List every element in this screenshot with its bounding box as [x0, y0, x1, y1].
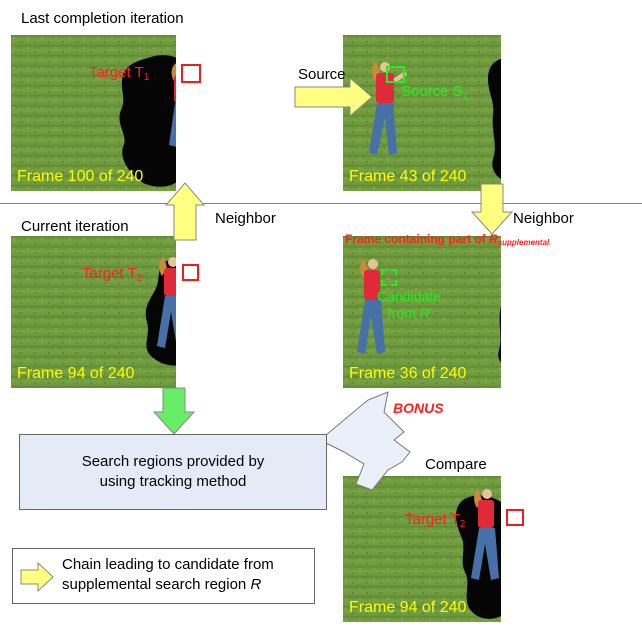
- scene-image: [11, 236, 176, 388]
- frame-title-supplemental: Frame containing part of Rsupplemental: [345, 232, 550, 247]
- target-box-t2-compare: [506, 509, 524, 526]
- neighbor-down-arrow: [470, 183, 514, 235]
- mask-region: [488, 58, 501, 179]
- target-label-t2: Target T2: [82, 265, 143, 284]
- frame-caption: Frame 94 of 240: [17, 365, 135, 382]
- bonus-split-arrow: [319, 391, 411, 491]
- source-arrow: [294, 76, 373, 118]
- mask-region: [119, 55, 176, 187]
- legend-text: Chain leading to candidate from suppleme…: [62, 556, 274, 593]
- scene-image: [343, 35, 501, 191]
- target-label-t1: Target T1: [89, 64, 150, 83]
- candidate-box: [381, 269, 397, 286]
- candidate-label: Candidate from R: [377, 288, 441, 321]
- neighbor-up-arrow: [164, 182, 206, 241]
- girl-figure: [471, 488, 499, 580]
- frame-caption: Frame 94 of 240: [349, 599, 467, 616]
- source-arrow-label: Source: [298, 66, 346, 83]
- frame-caption: Frame 100 of 240: [17, 168, 144, 185]
- compare-label: Compare: [425, 456, 487, 473]
- girl-figure: [357, 258, 385, 354]
- legend-box: [12, 548, 315, 604]
- source-box: [386, 66, 405, 83]
- section-divider: [0, 203, 642, 204]
- frame-caption: Frame 36 of 240: [349, 365, 467, 382]
- heading-current-iteration: Current iteration: [21, 218, 129, 235]
- search-box-line1: Search regions provided by: [81, 453, 265, 470]
- neighbor-right-label: Neighbor: [513, 210, 574, 227]
- frame-bottom-right: Frame 94 of 240: [343, 476, 501, 622]
- heading-last-iteration: Last completion iteration: [21, 10, 184, 27]
- girl-figure: [169, 63, 176, 147]
- target-label-t2-compare: Target T2: [405, 511, 466, 530]
- legend-arrow-icon: [20, 561, 54, 593]
- scene-image: [11, 35, 176, 191]
- frame-caption: Frame 43 of 240: [349, 168, 467, 185]
- frame-top-left: Frame 100 of 240: [11, 35, 176, 191]
- frame-top-right: Source S1 Frame 43 of 240: [343, 35, 501, 191]
- neighbor-left-label: Neighbor: [215, 210, 276, 227]
- source-label: Source S1: [401, 83, 469, 102]
- scene-image: [343, 236, 501, 388]
- target-box-t1: [181, 64, 201, 83]
- target-box-t2: [182, 264, 199, 281]
- search-regions-box: Search regions provided by using trackin…: [19, 434, 327, 510]
- frame-mid-right: Candidate from R Frame 36 of 240: [343, 236, 501, 388]
- search-box-line2: using tracking method: [99, 473, 247, 490]
- bonus-label: BONUS: [393, 400, 444, 416]
- girl-figure: [369, 61, 407, 155]
- frame-mid-left: Frame 94 of 240: [11, 236, 176, 388]
- scene-image: [343, 476, 501, 622]
- search-down-arrow: [152, 387, 196, 435]
- girl-figure: [157, 256, 176, 348]
- mask-region: [498, 306, 501, 363]
